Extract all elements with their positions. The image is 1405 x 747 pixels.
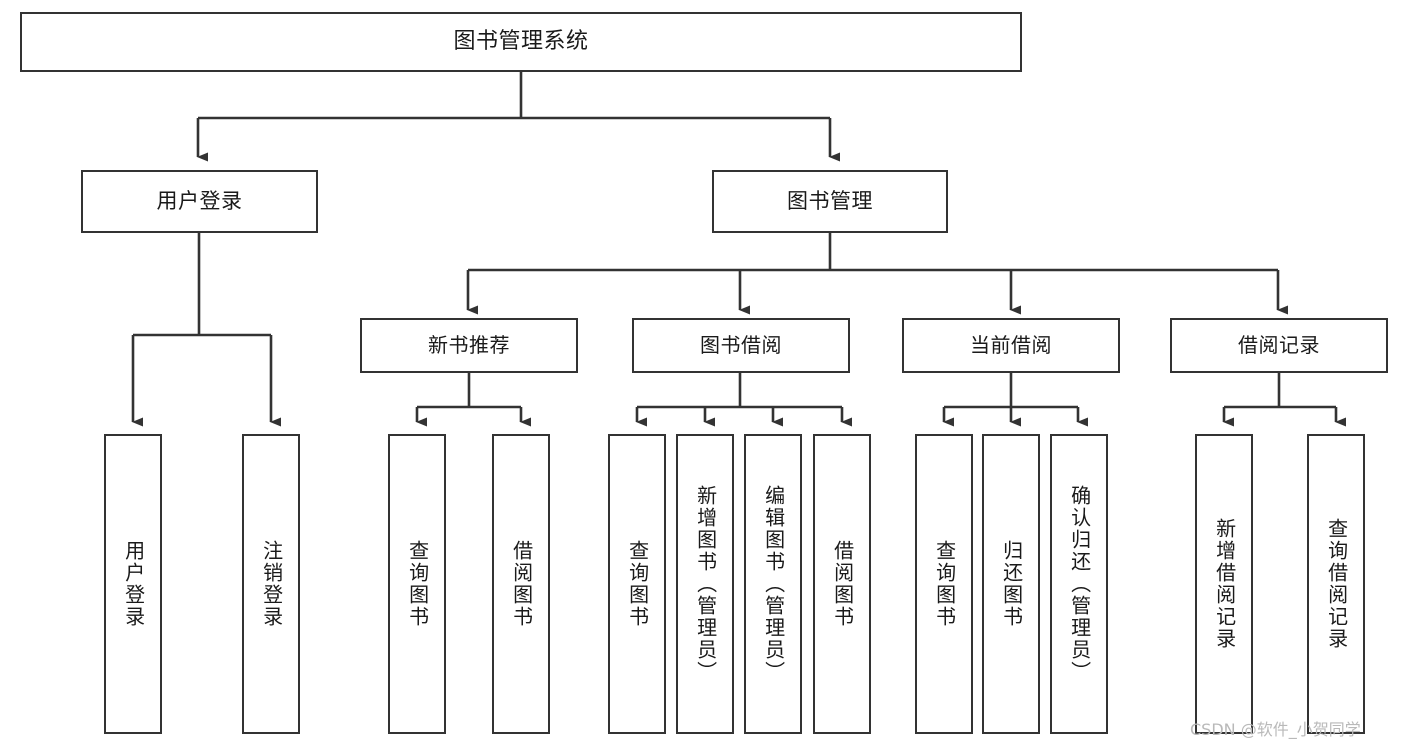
node-label: 借阅图书 — [509, 540, 534, 628]
node-leaf-newbook-borrow-book[interactable]: 借阅图书 — [492, 434, 550, 734]
node-label: 查询图书 — [625, 540, 650, 628]
node-borrow-record[interactable]: 借阅记录 — [1170, 318, 1388, 373]
node-label: 图书借阅 — [700, 333, 782, 358]
node-leaf-current-query-book[interactable]: 查询图书 — [915, 434, 973, 734]
node-label: 用户登录 — [156, 188, 243, 213]
node-leaf-logout[interactable]: 注销登录 — [242, 434, 300, 734]
node-leaf-record-add[interactable]: 新增借阅记录 — [1195, 434, 1253, 734]
node-label: 借阅图书 — [830, 540, 855, 628]
node-label: 归还图书 — [999, 540, 1024, 628]
node-leaf-current-return-book[interactable]: 归还图书 — [982, 434, 1040, 734]
node-leaf-record-query[interactable]: 查询借阅记录 — [1307, 434, 1365, 734]
connector-bookborrow-to-leaves — [635, 373, 852, 427]
node-book-management[interactable]: 图书管理 — [712, 170, 948, 233]
node-label: 查询图书 — [932, 540, 957, 628]
node-root-system[interactable]: 图书管理系统 — [20, 12, 1022, 72]
node-label: 用户登录 — [121, 540, 146, 628]
node-label: 新增借阅记录 — [1212, 518, 1237, 650]
connector-newbook-to-leaves — [415, 373, 531, 427]
connector-bookmgmt-to-level2 — [466, 233, 1288, 315]
connector-root-to-level1 — [196, 72, 840, 162]
node-leaf-borrow-query-book[interactable]: 查询图书 — [608, 434, 666, 734]
node-label: 新增图书（管理员） — [693, 485, 718, 683]
connector-borrowrecord-to-leaves — [1222, 373, 1346, 427]
node-book-borrow[interactable]: 图书借阅 — [632, 318, 850, 373]
node-current-borrow[interactable]: 当前借阅 — [902, 318, 1120, 373]
node-label: 新书推荐 — [428, 333, 510, 358]
node-label: 编辑图书（管理员） — [761, 485, 786, 683]
node-label: 图书管理 — [787, 188, 873, 213]
node-label: 查询借阅记录 — [1324, 518, 1349, 650]
node-leaf-borrow-add-book[interactable]: 新增图书（管理员） — [676, 434, 734, 734]
node-leaf-user-login[interactable]: 用户登录 — [104, 434, 162, 734]
node-new-book-recommend[interactable]: 新书推荐 — [360, 318, 578, 373]
node-label: 查询图书 — [405, 540, 430, 628]
node-leaf-borrow-borrow-book[interactable]: 借阅图书 — [813, 434, 871, 734]
node-label: 当前借阅 — [970, 333, 1052, 358]
node-leaf-newbook-query-book[interactable]: 查询图书 — [388, 434, 446, 734]
node-leaf-borrow-edit-book[interactable]: 编辑图书（管理员） — [744, 434, 802, 734]
connector-currentborrow-to-leaves — [942, 373, 1088, 427]
node-leaf-current-confirm-return[interactable]: 确认归还（管理员） — [1050, 434, 1108, 734]
node-label: 注销登录 — [259, 540, 284, 628]
node-label: 借阅记录 — [1238, 333, 1320, 358]
node-user-login[interactable]: 用户登录 — [81, 170, 318, 233]
node-label: 图书管理系统 — [453, 28, 589, 54]
node-label: 确认归还（管理员） — [1067, 485, 1092, 683]
connector-userlogin-to-leaves — [131, 233, 281, 427]
